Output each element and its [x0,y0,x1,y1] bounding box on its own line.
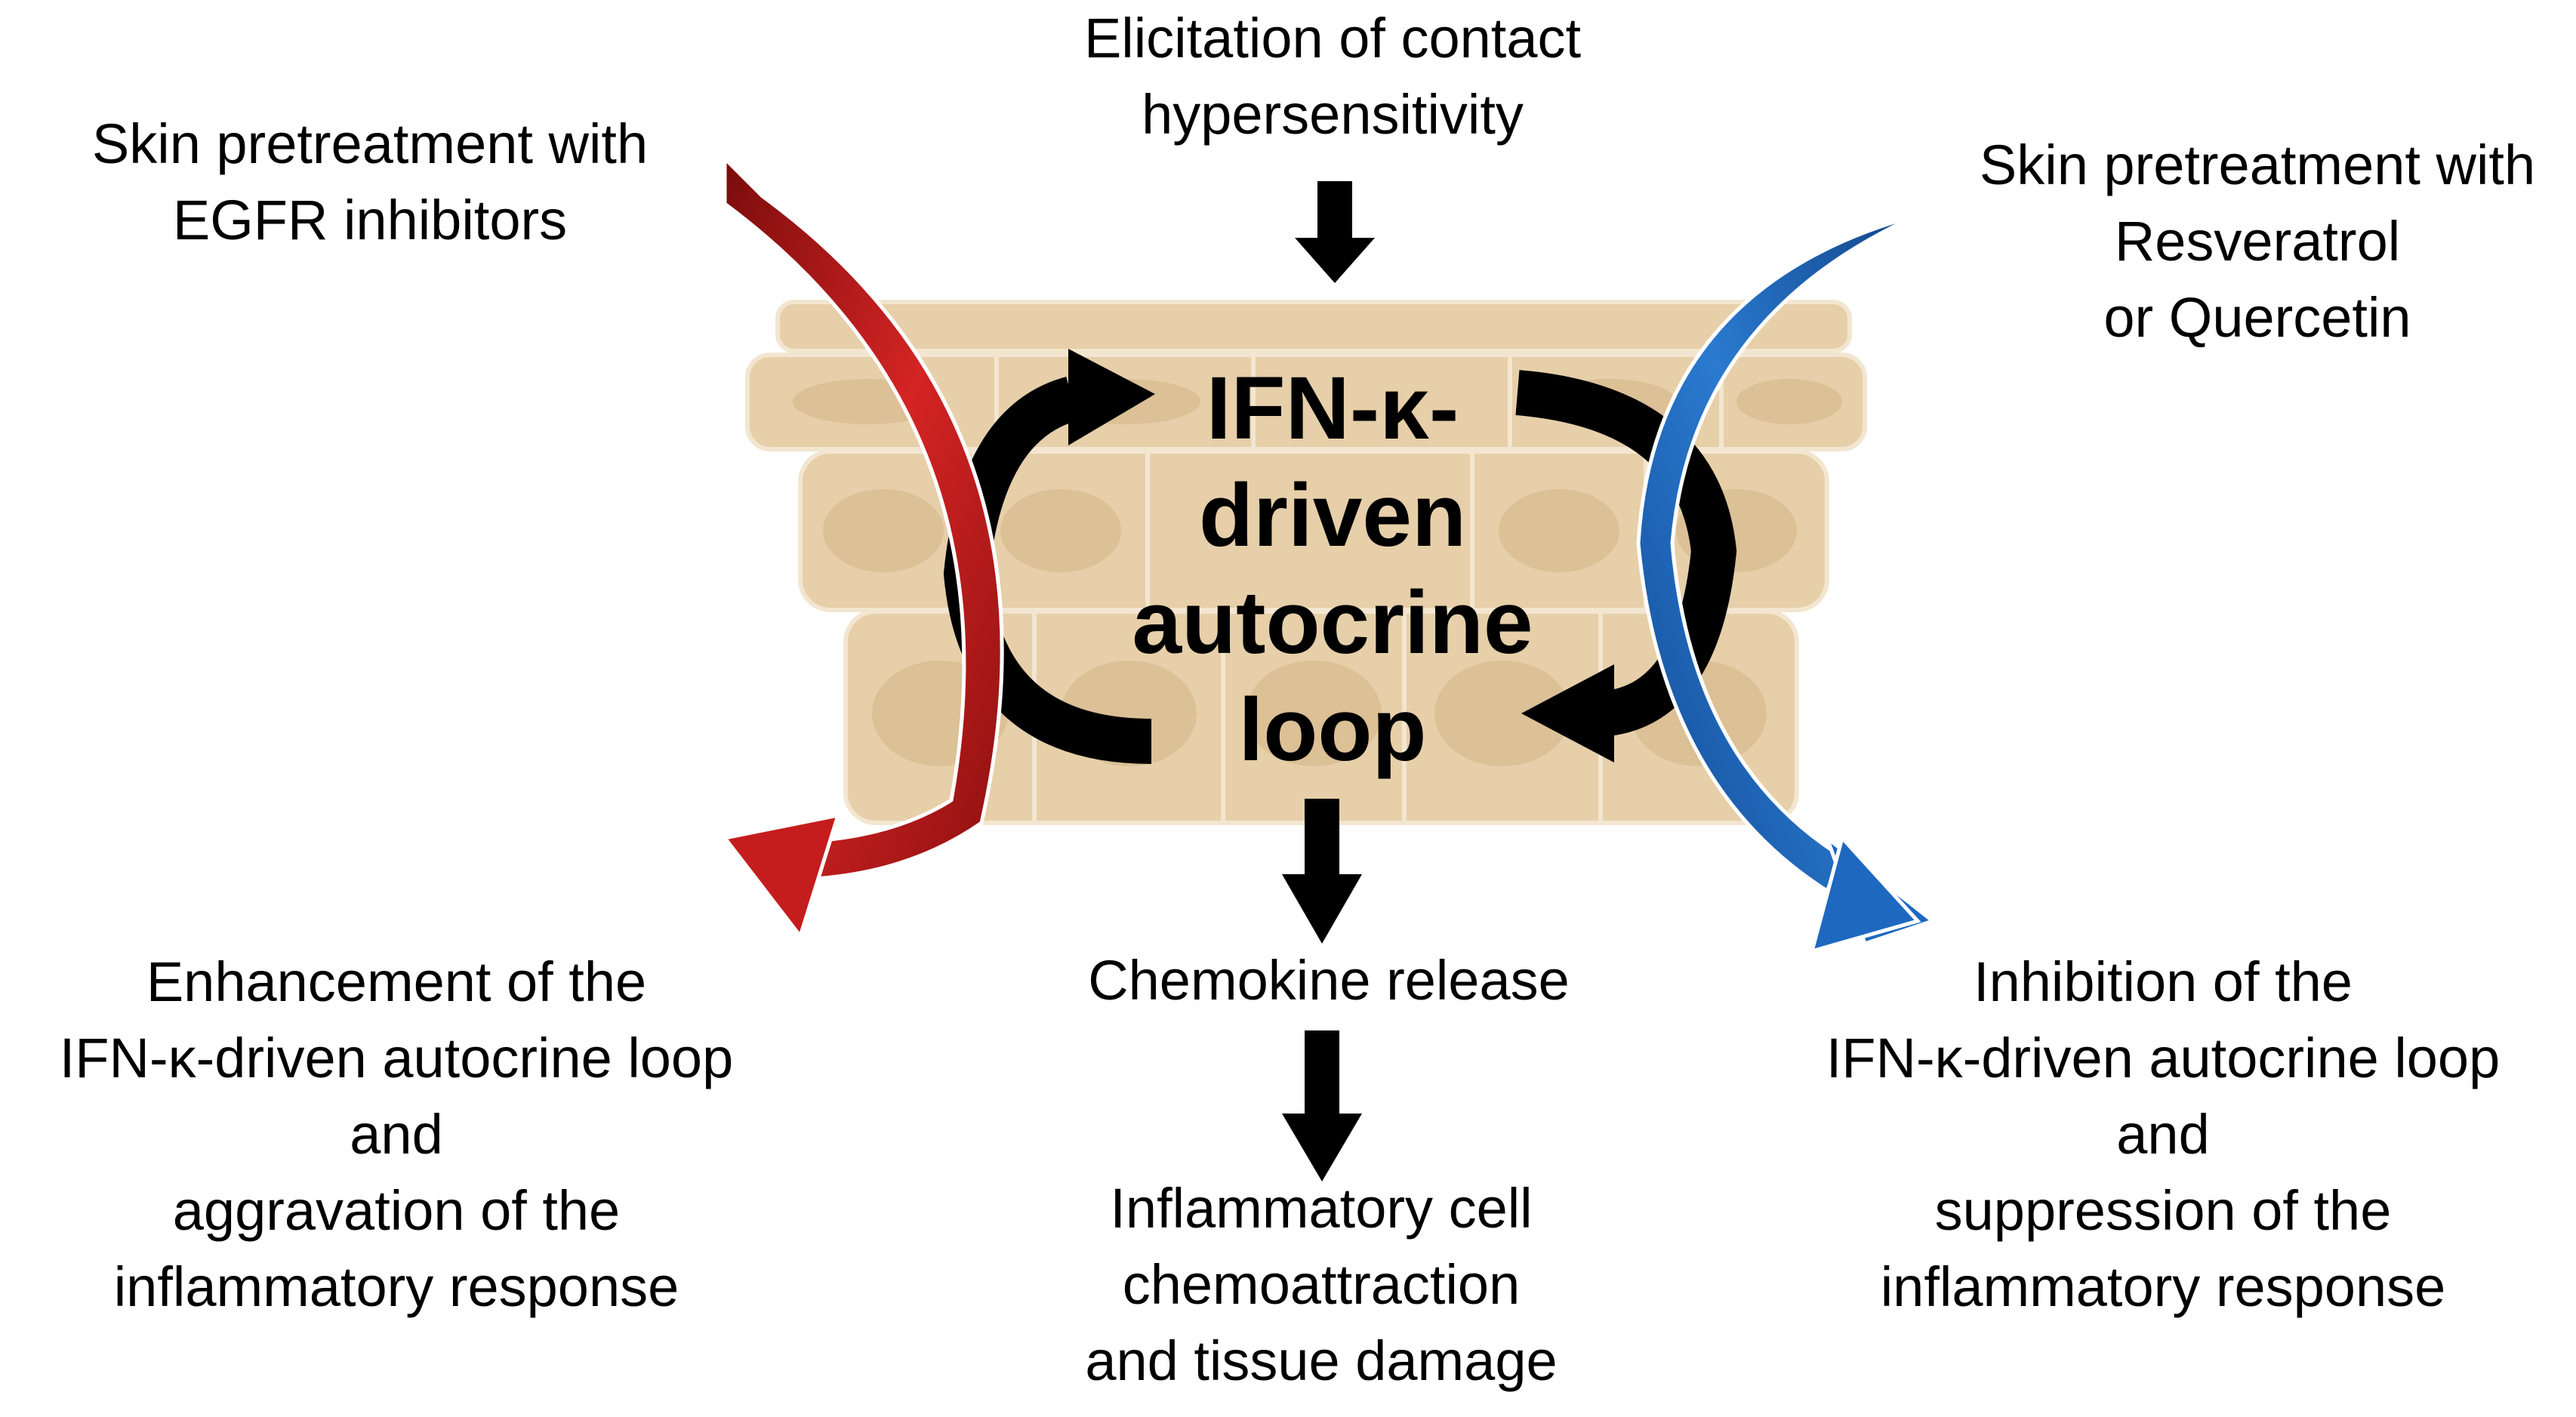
inhibition-line-1: Inhibition of the [1974,950,2353,1013]
down-arrow-top [1295,181,1375,283]
enhancement-line-4: aggravation of the [172,1179,621,1242]
resveratrol-line-1: Skin pretreatment with [1979,134,2536,196]
inhibition-arrow [1636,162,1937,954]
inflammatory-line-2: chemoattraction [1122,1253,1521,1316]
egfr-pretreatment-label: Skin pretreatment with EGFR inhibitors [30,106,710,258]
egfr-line-1: Skin pretreatment with [91,112,649,175]
enhancement-line-1: Enhancement of the [146,950,647,1013]
enhancement-line-3: and [350,1103,443,1166]
loop-arrow-right [1515,370,1737,762]
enhancement-outcome-label: Enhancement of the IFN-κ-driven autocrin… [0,944,793,1325]
egfr-line-2: EGFR inhibitors [172,189,568,251]
inhibition-line-3: and [2116,1103,2210,1166]
inflammatory-line-3: and tissue damage [1085,1329,1558,1392]
inhibition-line-2: IFN-κ-driven autocrine loop [1826,1027,2501,1089]
elicitation-line-1: Elicitation of contact [1083,7,1582,69]
enhancement-line-2: IFN-κ-driven autocrine loop [59,1027,734,1089]
inflammatory-line-1: Inflammatory cell [1110,1177,1533,1240]
inhibition-outcome-label: Inhibition of the IFN-κ-driven autocrine… [1767,944,2559,1325]
down-arrow-bottom [1282,1030,1362,1181]
inflammatory-cell-label: Inflammatory cell chemoattraction and ti… [981,1170,1661,1399]
enhancement-line-5: inflammatory response [113,1255,679,1318]
resveratrol-line-2: Resveratrol [2114,210,2401,273]
chemokine-release-label: Chemokine release [989,942,1669,1018]
autocrine-loop-title: IFN-κ- driven autocrine loop [1110,355,1555,784]
resveratrol-pretreatment-label: Skin pretreatment with Resveratrol or Qu… [1918,127,2576,356]
center-line-4: loop [1238,680,1427,780]
enhancement-arrow [721,153,1004,941]
elicitation-line-2: hypersensitivity [1142,83,1524,146]
chemokine-line: Chemokine release [1088,949,1570,1012]
elicitation-label: Elicitation of contact hypersensitivity [951,0,1714,152]
down-arrow-middle [1282,799,1362,944]
resveratrol-line-3: or Quercetin [2103,286,2411,349]
center-line-1: IFN-κ- [1206,359,1459,458]
inhibition-line-4: suppression of the [1934,1179,2392,1242]
inhibition-line-5: inflammatory response [1880,1255,2446,1318]
center-line-2: driven [1198,466,1467,565]
center-line-3: autocrine [1132,573,1533,673]
